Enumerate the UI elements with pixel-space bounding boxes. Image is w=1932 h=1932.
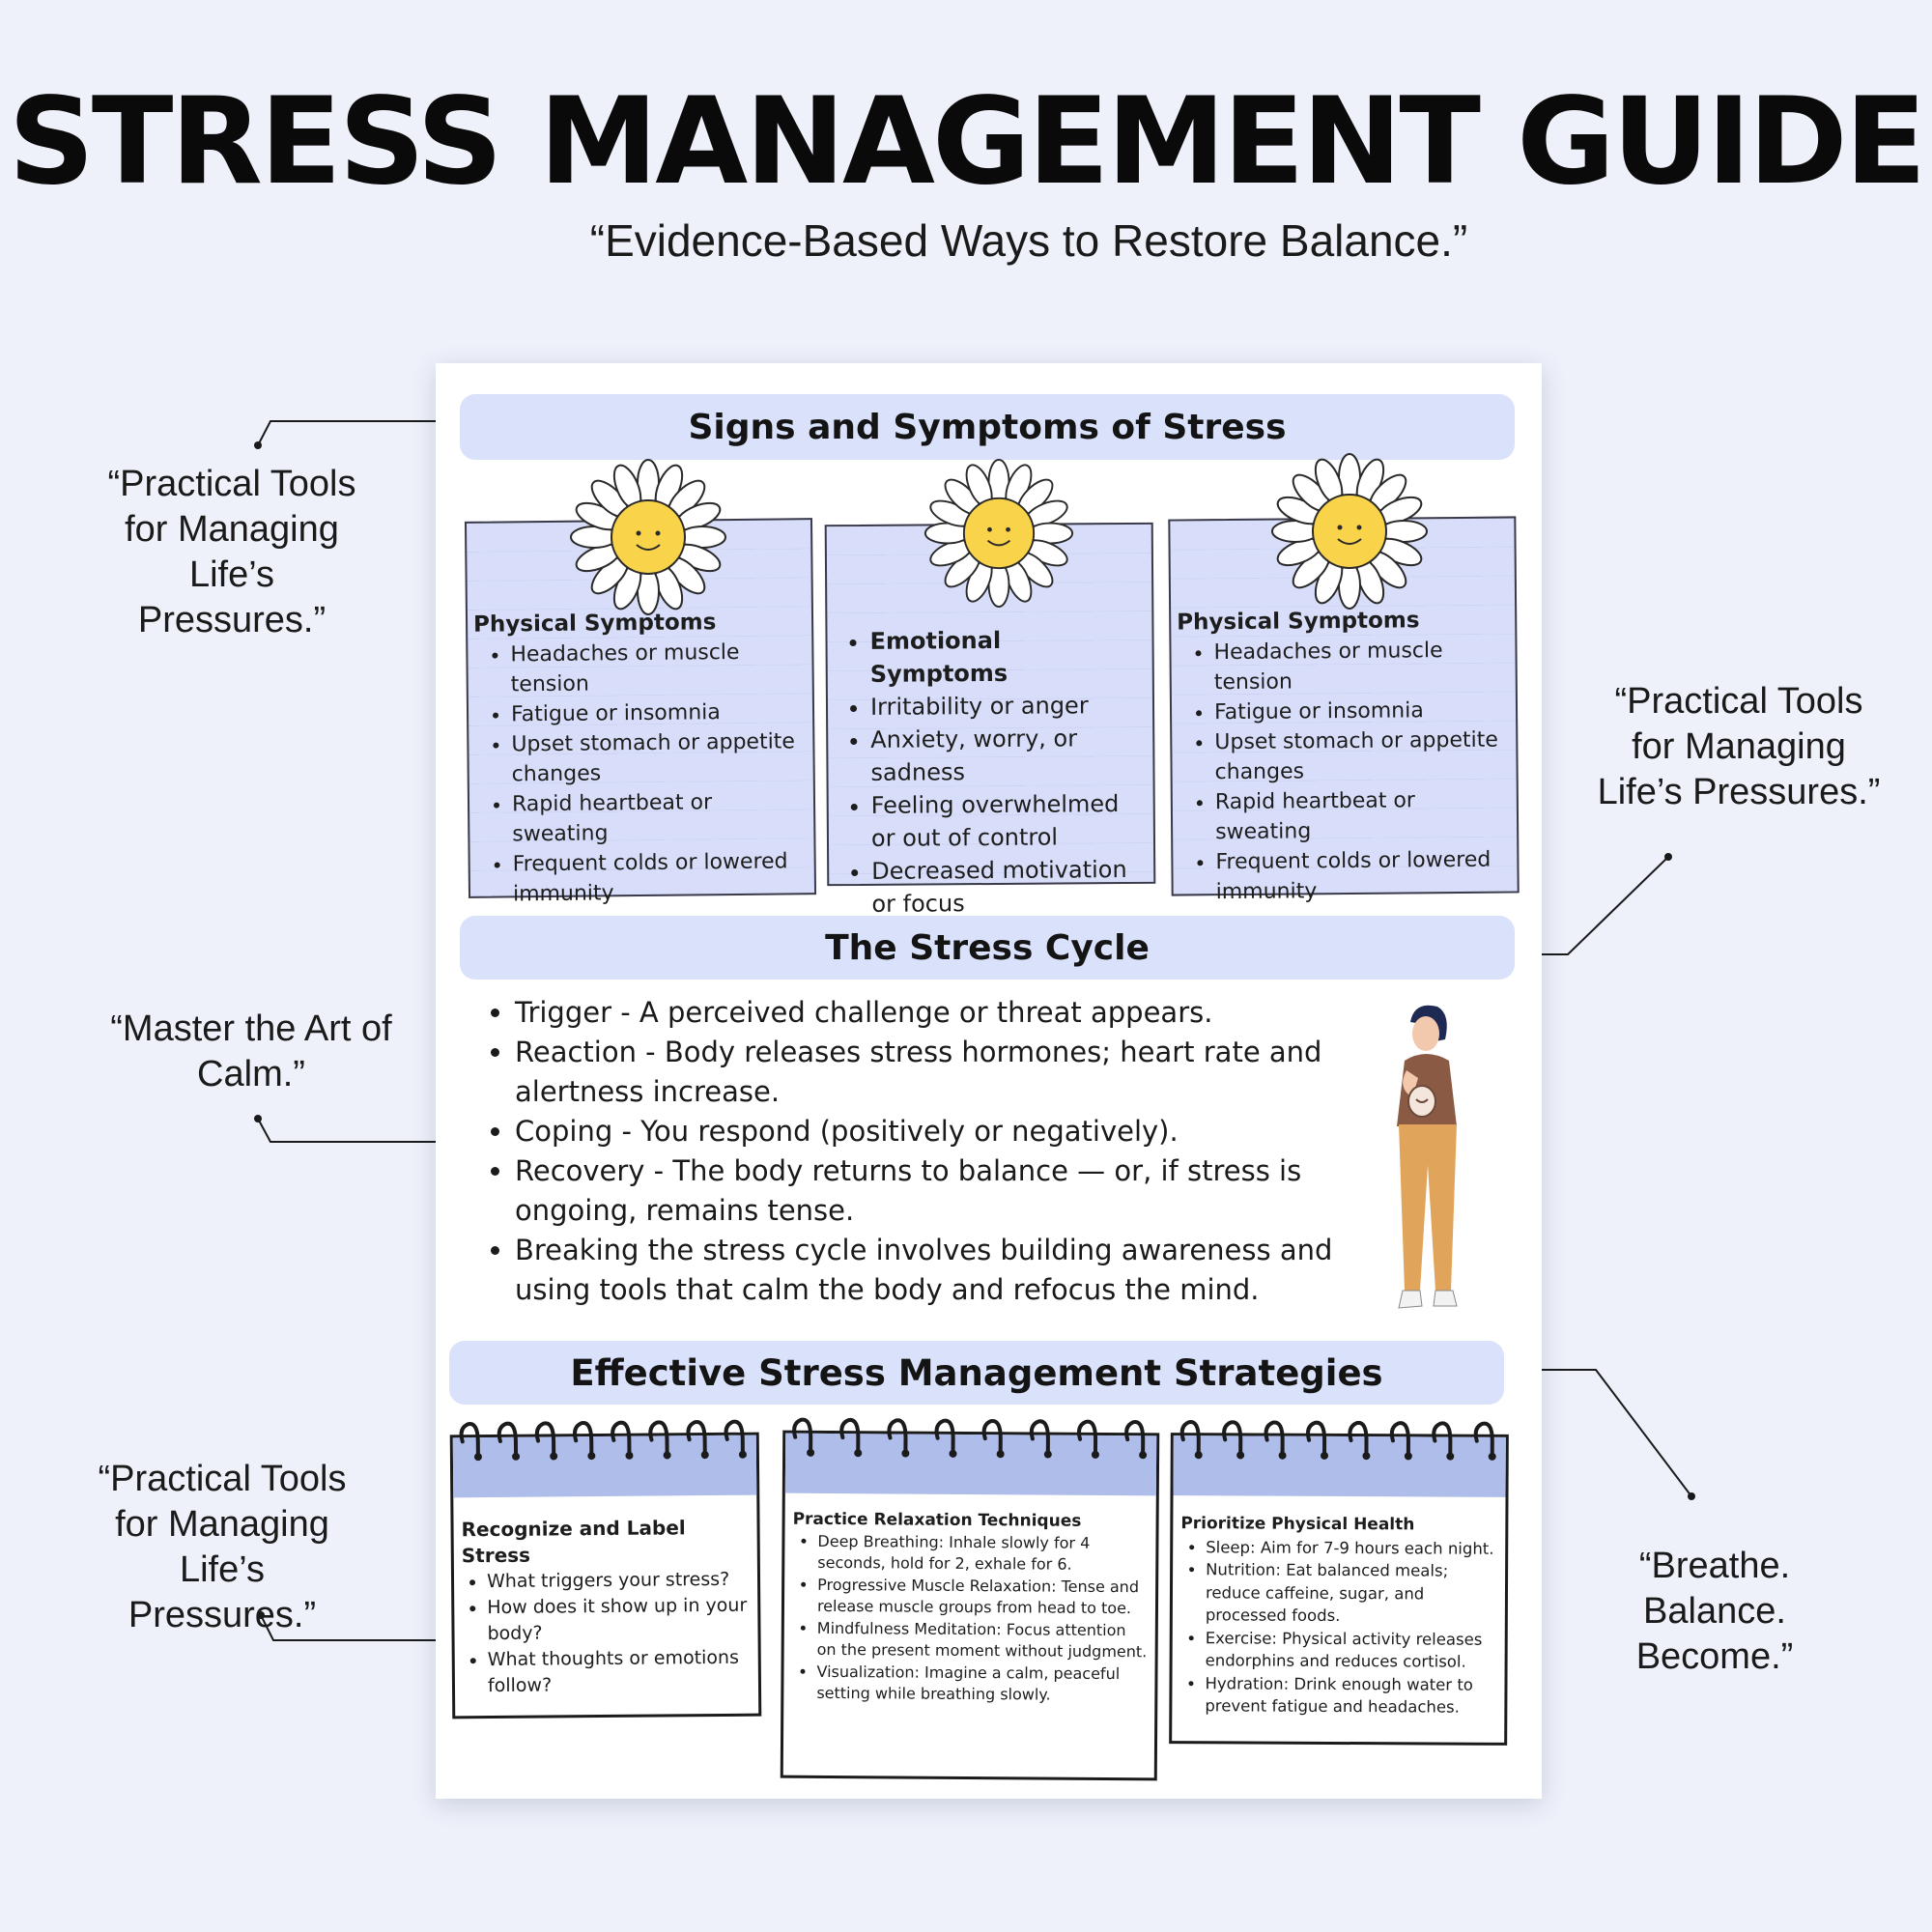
list-item: Visualization: Imagine a calm, peaceful … <box>816 1661 1147 1706</box>
list-item: What triggers your stress? <box>487 1567 750 1595</box>
list-item: Irritability or anger <box>870 689 1147 724</box>
list-item: Deep Breathing: Inhale slowly for 4 seco… <box>817 1530 1148 1576</box>
strategies-section-heading: Effective Stress Management Strategies <box>449 1341 1504 1405</box>
page-title: STRESS MANAGEMENT GUIDE <box>8 72 1927 212</box>
stressed-person-illustration <box>1397 1005 1458 1309</box>
notepad-title: Prioritize Physical Health <box>1180 1514 1415 1535</box>
list-item: Hydration: Drink enough water to prevent… <box>1205 1672 1496 1719</box>
list-item: Breaking the stress cycle involves build… <box>515 1231 1365 1310</box>
notepad-list: Deep Breathing: Inhale slowly for 4 seco… <box>791 1530 1148 1707</box>
list-item: Rapid heartbeat or sweating <box>1215 784 1512 847</box>
cycle-section-heading: The Stress Cycle <box>460 916 1515 980</box>
notepad-spiral-rings <box>1179 1420 1496 1461</box>
list-item: Reaction - Body releases stress hormones… <box>515 1033 1365 1112</box>
daisy-flower-icon <box>570 459 726 615</box>
strategy-notepad: Practice Relaxation Techniques Deep Brea… <box>780 1417 1160 1781</box>
list-item: Fatigue or insomnia <box>511 696 807 729</box>
symptom-list: Headaches or muscle tension Fatigue or i… <box>473 637 809 910</box>
side-quote-right-top: “Practical Tools for Managing Life’s Pre… <box>1597 681 1881 812</box>
notepad-spiral-rings <box>459 1419 747 1462</box>
daisy-flower-icon <box>923 458 1074 609</box>
list-item: Frequent colds or lowered immunity <box>513 846 810 909</box>
list-item: Progressive Muscle Relaxation: Tense and… <box>817 1574 1148 1619</box>
side-quote-left-bottom: “Practical Tools for Managing Life’s Pre… <box>98 1459 347 1635</box>
list-item: Exercise: Physical activity releases end… <box>1206 1627 1497 1674</box>
list-item: Feeling overwhelmed or out of control <box>871 787 1148 855</box>
list-item: Mindfulness Meditation: Focus attention … <box>817 1617 1148 1662</box>
list-item: Headaches or muscle tension <box>510 637 807 699</box>
signs-section-heading: Signs and Symptoms of Stress <box>460 394 1515 460</box>
stress-cycle-list: Trigger - A perceived challenge or threa… <box>490 993 1365 1310</box>
notepad-spiral-rings <box>792 1417 1148 1460</box>
list-item: Nutrition: Eat balanced meals; reduce ca… <box>1206 1558 1497 1628</box>
list-item: Trigger - A perceived challenge or threa… <box>515 993 1365 1033</box>
strategy-notepad: Prioritize Physical Health Sleep: Aim fo… <box>1169 1420 1509 1746</box>
list-item: Sleep: Aim for 7-9 hours each night. <box>1206 1536 1497 1560</box>
symptom-list: Headaches or muscle tension Fatigue or i… <box>1177 636 1511 908</box>
page-subtitle: “Evidence-Based Ways to Restore Balance.… <box>589 215 1468 266</box>
symptom-list: Emotional Symptoms Irritability or anger… <box>833 623 1148 921</box>
notepad-title: Recognize and Label Stress <box>461 1516 686 1568</box>
list-item: Recovery - The body returns to balance —… <box>515 1151 1365 1231</box>
side-quote-right-bottom: “Breathe. Balance. Become.” <box>1635 1546 1794 1677</box>
guide-sheet: Signs and Symptoms of Stress Physical Sy… <box>436 363 1542 1799</box>
list-item: What thoughts or emotions follow? <box>488 1645 751 1699</box>
list-item: Frequent colds or lowered immunity <box>1215 844 1512 907</box>
list-item: Anxiety, worry, or sadness <box>870 722 1147 789</box>
list-item: Upset stomach or appetite changes <box>511 726 808 789</box>
list-item: Rapid heartbeat or sweating <box>512 786 809 849</box>
list-item: Upset stomach or appetite changes <box>1214 724 1511 787</box>
list-item: Coping - You respond (positively or nega… <box>515 1112 1365 1151</box>
notepad-title: Practice Relaxation Techniques <box>792 1509 1082 1531</box>
list-item: Headaches or muscle tension <box>1213 636 1510 698</box>
strategy-notepad: Recognize and Label Stress What triggers… <box>449 1419 762 1719</box>
list-item: How does it show up in your body? <box>487 1593 750 1647</box>
list-item: Decreased motivation or focus <box>871 853 1148 921</box>
daisy-flower-icon <box>1271 453 1428 610</box>
list-item: Fatigue or insomnia <box>1214 695 1510 727</box>
side-quote-left-middle: “Master the Art of Calm.” <box>110 1009 392 1094</box>
side-quote-left-top: “Practical Tools for Managing Life’s Pre… <box>107 464 356 640</box>
notepad-list: What triggers your stress? How does it s… <box>462 1567 751 1700</box>
symptom-card-heading: Emotional Symptoms <box>869 623 1146 691</box>
notepad-list: Sleep: Aim for 7-9 hours each night. Nut… <box>1179 1536 1497 1719</box>
